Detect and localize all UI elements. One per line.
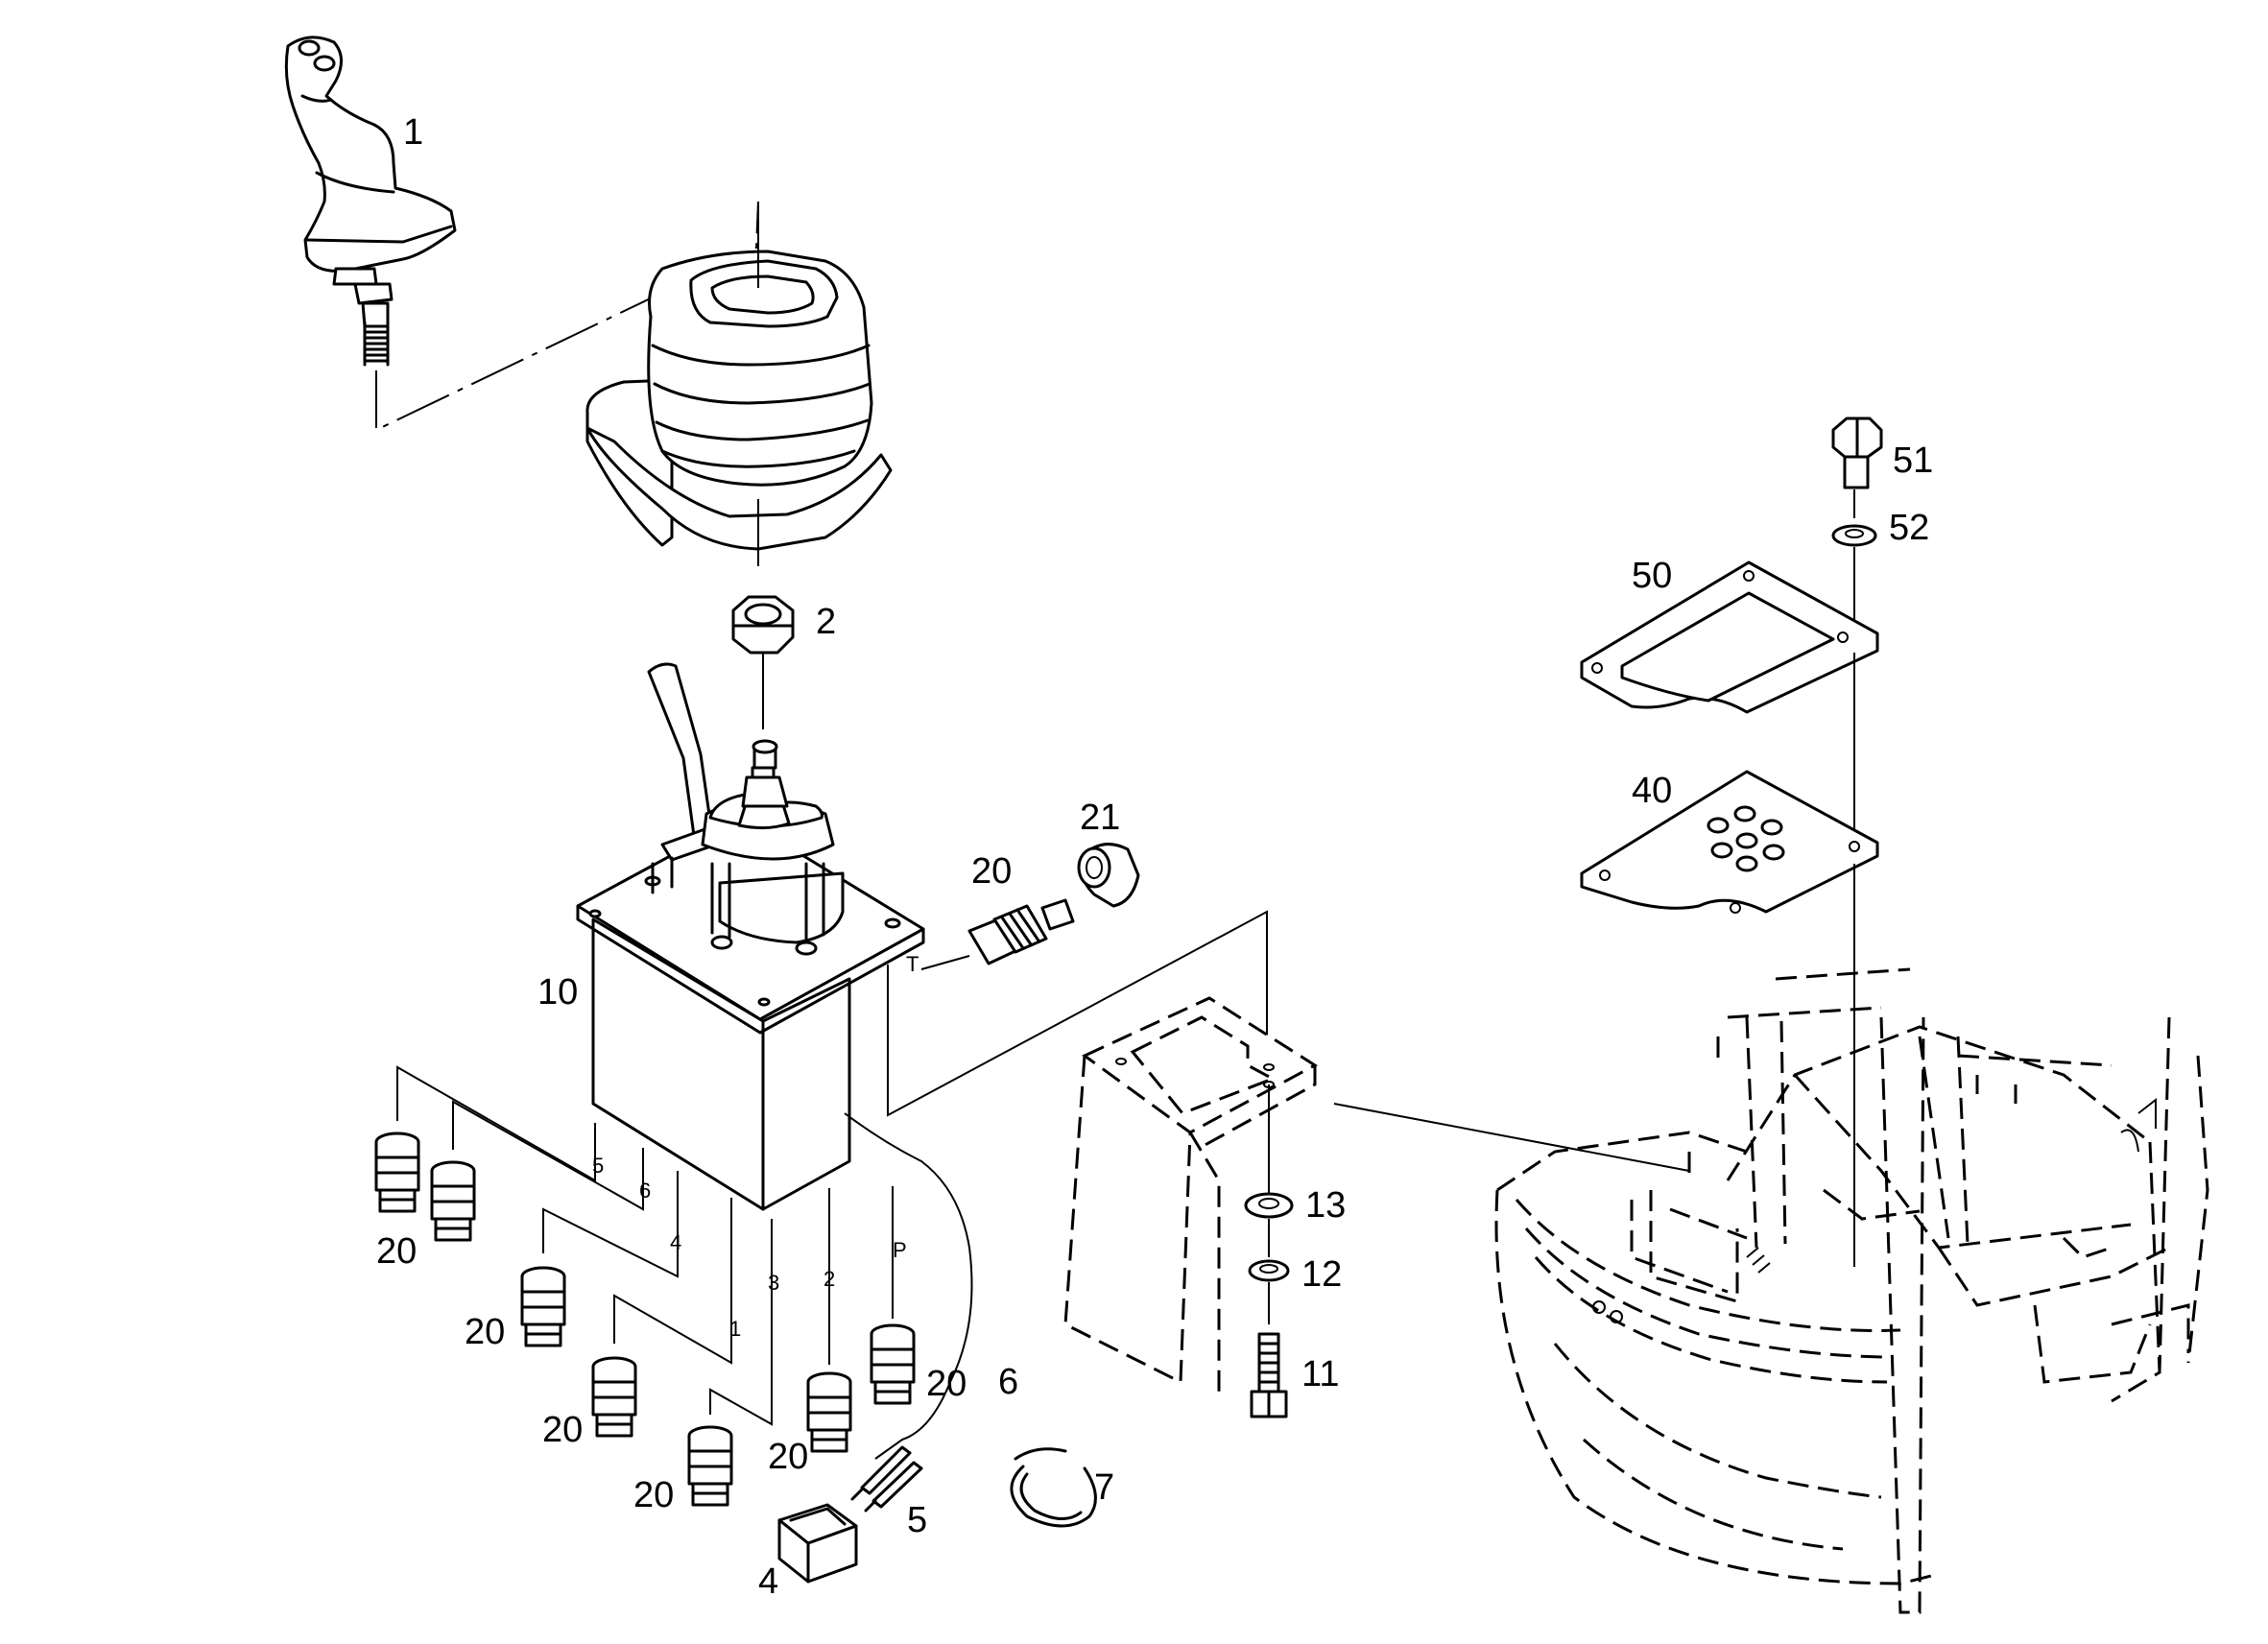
callout-2: 2 <box>816 602 836 642</box>
fitting-20 <box>591 1356 637 1438</box>
callout-4: 4 <box>758 1561 778 1602</box>
hose-route-cable <box>844 1112 973 1460</box>
callout-40: 40 <box>1632 771 1672 811</box>
connector-housing <box>777 1503 858 1584</box>
bolt-and-washers <box>1244 1084 1294 1418</box>
connector-pins <box>850 1445 923 1513</box>
callout-20-d: 20 <box>542 1410 583 1450</box>
rubber-boot <box>585 202 893 566</box>
mounting-bracket <box>1063 996 1690 1392</box>
callout-20-a: 20 <box>971 851 1012 892</box>
cover-gasket <box>1580 560 1879 845</box>
callout-51: 51 <box>1893 441 1933 481</box>
pilot-valve: 5 6 4 1 3 2 P T <box>576 662 925 1341</box>
cover-plate <box>1580 770 1879 1267</box>
fitting-20 <box>870 1323 916 1405</box>
port-connection-lines <box>396 1065 894 1426</box>
port-label-t: T <box>906 952 919 976</box>
callout-12: 12 <box>1301 1254 1342 1295</box>
fitting-20 <box>806 1371 852 1453</box>
fitting-20 <box>687 1425 733 1507</box>
port-label-6: 6 <box>639 1179 651 1203</box>
callout-20-c: 20 <box>465 1312 505 1352</box>
callout-20-e: 20 <box>633 1475 674 1515</box>
port-label-1: 1 <box>729 1317 741 1341</box>
nut <box>731 595 795 729</box>
callout-50: 50 <box>1632 556 1672 596</box>
port-label-p: P <box>893 1238 907 1262</box>
callout-20-f: 20 <box>768 1437 808 1477</box>
callout-6: 6 <box>998 1362 1018 1402</box>
port-label-4: 4 <box>670 1230 681 1254</box>
callout-21: 21 <box>1080 798 1120 838</box>
callout-1: 1 <box>403 112 423 153</box>
cover-bolt <box>1831 417 1883 633</box>
callout-20-b: 20 <box>376 1231 417 1272</box>
fitting-20 <box>430 1160 476 1242</box>
callout-20-g: 20 <box>926 1364 967 1404</box>
clamp-ring <box>1010 1447 1097 1528</box>
callout-13: 13 <box>1305 1185 1346 1226</box>
fitting-t-port <box>920 843 1140 970</box>
port-label-3: 3 <box>768 1271 779 1295</box>
callout-7: 7 <box>1094 1467 1114 1508</box>
callout-52: 52 <box>1889 508 1929 548</box>
machine-chassis <box>1494 967 2209 1614</box>
hose-route-t <box>887 910 1268 1117</box>
callout-10: 10 <box>537 972 578 1013</box>
joystick-handle <box>284 36 457 367</box>
callout-5: 5 <box>907 1500 927 1540</box>
port-label-5: 5 <box>592 1154 604 1178</box>
fitting-20 <box>374 1132 420 1213</box>
fitting-20-group <box>374 1132 916 1507</box>
fitting-20 <box>520 1266 566 1347</box>
callout-labels: 1 2 10 21 20 20 20 20 20 20 20 6 5 4 7 1… <box>376 112 1933 1602</box>
callout-11: 11 <box>1301 1354 1339 1394</box>
